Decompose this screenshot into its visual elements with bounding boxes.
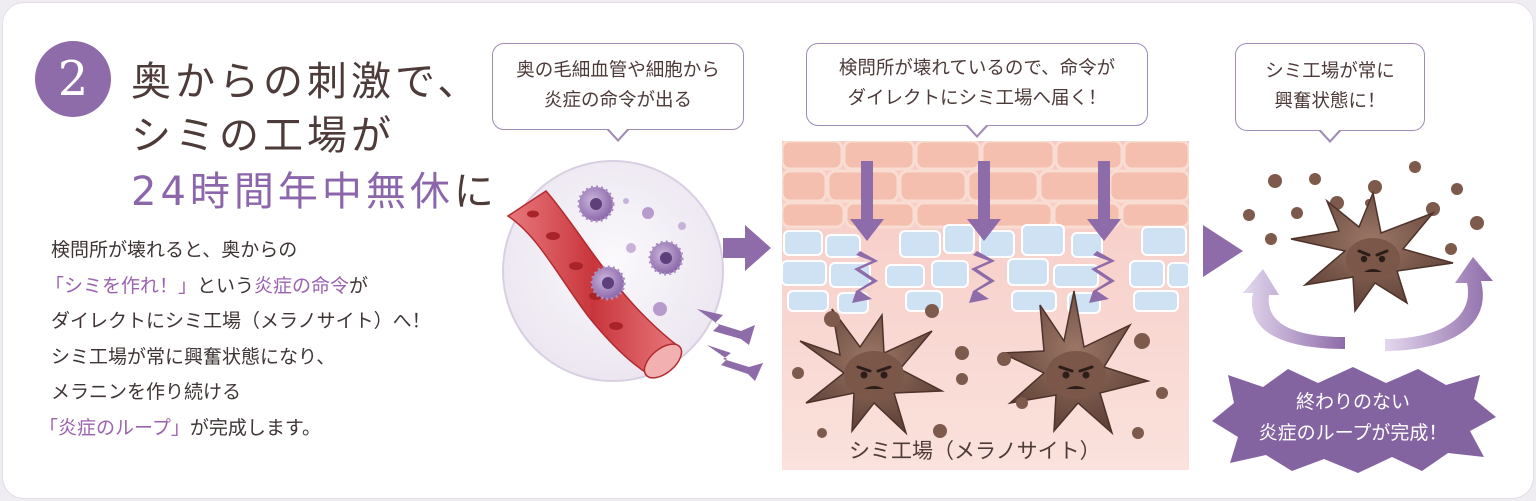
melanocyte-icon <box>1290 190 1454 314</box>
body-mid-text: という <box>197 274 255 297</box>
body-end-text: が <box>349 274 369 297</box>
heading-line-2: シミの工場が <box>131 113 395 159</box>
melanin-granule-icon <box>792 304 1168 439</box>
body-text: 検問所が壊れると、奥からの 「シミを作れ！」という炎症の命令が ダイレクトにシミ… <box>39 233 431 446</box>
command-arrows <box>850 161 1121 303</box>
starburst-shape <box>1212 367 1496 473</box>
lightning-icon <box>697 309 755 345</box>
body-line-5: メラニンを作り続ける <box>51 381 242 403</box>
heading-line-1: 奥からの刺激で、 <box>131 59 482 105</box>
step-number-badge: 2 <box>35 41 111 117</box>
arrow-down-icon <box>967 161 1001 241</box>
melanocyte-icon <box>1001 290 1151 436</box>
bubble-direct-line-2: ダイレクトにシミ工場へ届く！ <box>847 88 1107 109</box>
melanocyte-loop-panel <box>1243 161 1493 351</box>
body-line-4: シミ工場が常に興奮状態になり、 <box>51 345 336 368</box>
inflammation-cell-icon <box>590 265 626 301</box>
inflammation-cell-icon <box>577 185 615 223</box>
melanocyte-label: シミ工場（メラノサイト） <box>849 439 1101 463</box>
loop-badge-line-1: 終わりのない <box>1295 391 1410 413</box>
body-line-1: 検問所が壊れると、奥からの <box>51 239 298 261</box>
body-line-2: 「シミを作れ！」という炎症の命令が <box>45 269 431 305</box>
heading-line-3: 24時間年中無休に <box>131 159 498 217</box>
heading-suffix: に <box>453 169 498 215</box>
inflammation-cell-icon <box>678 222 686 230</box>
body-loop-accent: 「炎症のループ」 <box>39 416 190 439</box>
body-line-3: ダイレクトにシミ工場（メラノサイト）へ！ <box>51 310 431 332</box>
speech-bubble-source: 奥の毛細血管や細胞から 炎症の命令が出る <box>492 43 744 142</box>
loop-badge-burst <box>1212 367 1496 473</box>
lightning-icon <box>969 251 995 303</box>
inflammation-cell-icon <box>642 207 654 219</box>
lightning-icon <box>852 251 878 303</box>
inflammation-cell-icon <box>648 240 684 276</box>
inflammation-cell-icon <box>626 243 636 253</box>
inflammation-cell-icon <box>623 198 629 204</box>
loop-badge-text: 終わりのない 炎症のループが完成！ <box>1208 387 1498 449</box>
bubble-source-line-1: 奥の毛細血管や細胞から <box>516 60 720 81</box>
body-loop-end: が完成します。 <box>189 416 321 439</box>
lightning-signals-left <box>697 309 763 381</box>
blood-vessel-panel <box>502 160 724 382</box>
body-line-6: 「炎症のループ」が完成します。 <box>39 411 431 447</box>
bubble-source-line-2: 炎症の命令が出る <box>543 90 692 111</box>
arrow-down-icon <box>850 161 884 241</box>
body-bracket-command: 「シミを作れ！」 <box>45 274 198 297</box>
bubble-excited-line-2: 興奮状態に！ <box>1274 91 1386 112</box>
loop-arrow-icon <box>1243 257 1493 351</box>
body-accent-command: 炎症の命令 <box>254 274 350 297</box>
speech-bubble-direct: 検問所が壊れているので、命令が ダイレクトにシミ工場へ届く！ <box>806 43 1148 138</box>
lightning-icon <box>707 345 763 381</box>
arrow-down-icon <box>1087 161 1121 241</box>
bubble-direct-line-1: 検問所が壊れているので、命令が <box>838 58 1116 79</box>
inflammation-cell-icon <box>653 302 667 316</box>
skin-layers-panel <box>782 141 1189 470</box>
arrow-right-icon <box>723 225 771 271</box>
speech-bubble-excited: シミ工場が常に 興奮状態に！ <box>1235 43 1425 143</box>
heading-accent: 24時間年中無休 <box>131 169 454 215</box>
bubble-excited-line-1: シミ工場が常に <box>1265 61 1395 82</box>
arrow-right-icon <box>1203 225 1243 277</box>
loop-badge-line-2: 炎症のループが完成！ <box>1258 422 1448 444</box>
lightning-icon <box>1089 251 1115 303</box>
